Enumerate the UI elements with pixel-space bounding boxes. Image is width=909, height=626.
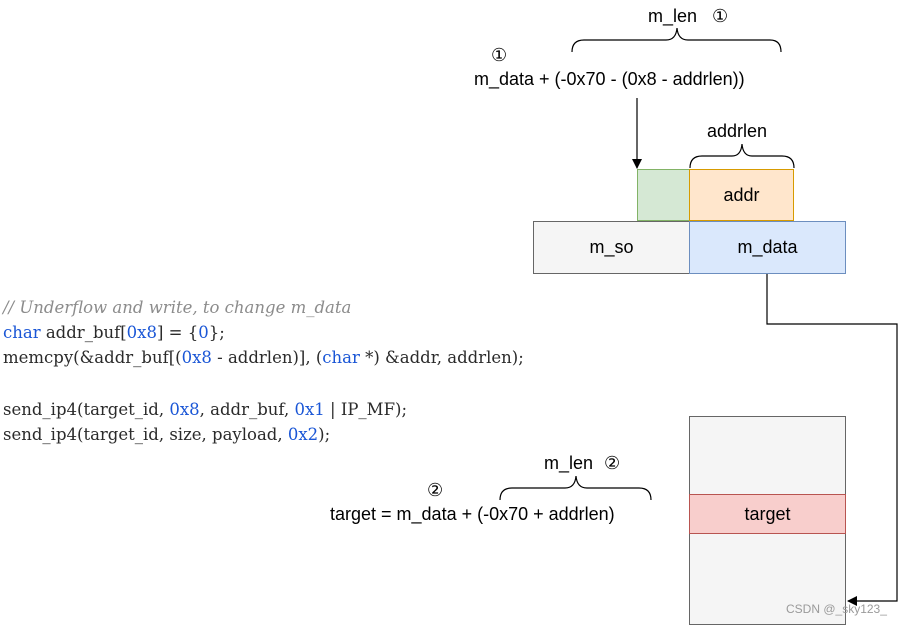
code-text: *) &addr, addrlen); bbox=[359, 348, 524, 367]
target-block: target bbox=[689, 494, 846, 534]
code-text: , addr_buf, bbox=[199, 400, 295, 419]
code-text: }; bbox=[208, 323, 225, 342]
expression-bottom: target = m_data + (-0x70 + addrlen) bbox=[330, 504, 615, 524]
code-text: ); bbox=[318, 425, 331, 444]
code-number: 0x8 bbox=[126, 323, 157, 342]
m-len-top-label: m_len ① bbox=[648, 7, 728, 25]
addrlen-brace bbox=[689, 143, 795, 169]
code-number: 0 bbox=[198, 323, 209, 342]
code-text: - addrlen)], ( bbox=[211, 348, 323, 367]
expression-bottom-marker: ② bbox=[427, 480, 444, 500]
m-len-bottom-brace bbox=[499, 475, 652, 501]
code-number: 0x8 bbox=[181, 348, 212, 367]
m-len-top-text: m_len bbox=[648, 6, 698, 26]
code-keyword: char bbox=[3, 323, 41, 342]
code-line-5: send_ip4(target_id, size, payload, 0x2); bbox=[3, 425, 331, 444]
m-len-bottom-label: m_len ② bbox=[544, 454, 620, 472]
m-len-bottom-text: m_len bbox=[544, 453, 594, 473]
code-number: 0x1 bbox=[294, 400, 325, 419]
code-text: send_ip4(target_id, size, payload, bbox=[3, 425, 288, 444]
m-len-top-brace bbox=[571, 27, 782, 53]
code-comment: // Underflow and write, to change m_data bbox=[3, 298, 352, 317]
expression-top-marker: ① bbox=[491, 45, 508, 65]
addr-block: addr bbox=[689, 169, 794, 221]
addrlen-label: addrlen bbox=[707, 121, 768, 141]
m-so-block: m_so bbox=[533, 221, 690, 274]
code-line-2: char addr_buf[0x8] = {0}; bbox=[3, 323, 225, 342]
watermark: CSDN @_sky123_ bbox=[786, 602, 887, 616]
code-text: send_ip4(target_id, bbox=[3, 400, 170, 419]
code-text: ] = { bbox=[156, 323, 199, 342]
m-data-block-label: m_data bbox=[737, 237, 798, 257]
m-len-bottom-marker: ② bbox=[604, 453, 621, 473]
expression-top: m_data + (-0x70 - (0x8 - addrlen)) bbox=[474, 69, 745, 89]
code-line-3: memcpy(&addr_buf[(0x8 - addrlen)], (char… bbox=[3, 348, 524, 367]
addr-block-label: addr bbox=[723, 184, 760, 205]
underflow-block bbox=[637, 169, 690, 221]
m-so-block-label: m_so bbox=[589, 237, 634, 257]
target-block-label: target bbox=[744, 503, 791, 524]
code-text: addr_buf[ bbox=[40, 323, 127, 342]
code-text: memcpy(&addr_buf[( bbox=[3, 348, 182, 367]
m-len-top-marker: ① bbox=[712, 6, 729, 26]
code-number: 0x2 bbox=[287, 425, 319, 444]
code-number: 0x8 bbox=[169, 400, 200, 419]
m-data-connector-arrow bbox=[766, 274, 898, 606]
m-data-block: m_data bbox=[689, 221, 846, 274]
code-text: | IP_MF); bbox=[324, 400, 408, 419]
code-keyword: char bbox=[322, 348, 360, 367]
code-line-4: send_ip4(target_id, 0x8, addr_buf, 0x1 |… bbox=[3, 400, 408, 419]
